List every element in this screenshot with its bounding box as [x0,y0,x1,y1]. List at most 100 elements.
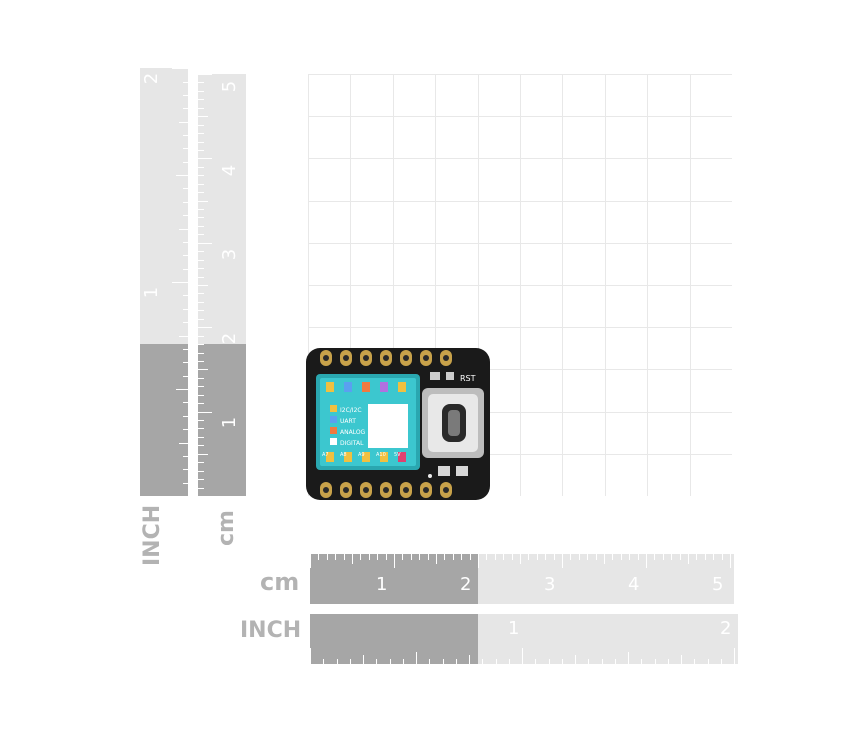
ruler-tick [198,420,204,422]
ruler-tick [646,554,647,568]
ruler-tick [183,429,188,431]
ruler-tick [183,469,188,471]
ruler-tick [198,369,208,371]
ruler-tick [198,234,204,236]
ruler-tick [198,360,204,362]
ruler-tick [183,482,188,484]
vertical-cm-number-3: 3 [219,248,241,261]
ruler-tick [198,90,204,92]
ruler-tick [578,554,580,560]
horizontal-inch-number-2: 2 [720,618,732,639]
ruler-tick [198,403,204,405]
ruler-tick [704,554,706,560]
pin-hole [323,355,329,361]
ruler-tick [198,82,204,84]
ruler-tick [198,141,204,143]
ruler-tick [667,659,669,664]
ruler-tick [349,659,351,664]
ruler-tick [720,659,722,664]
pin-label: A10 [376,452,386,458]
pin-hole [343,487,349,493]
horizontal-cm-unit-label: cm [260,568,300,596]
vertical-inch-number-2: 2 [141,72,163,85]
ruler-tick [183,148,188,150]
ruler-tick [183,308,188,310]
pin-hole [403,355,409,361]
vertical-cm-ruler-dark [198,344,246,496]
ruler-tick [198,386,204,388]
ruler-tick [455,659,457,664]
ruler-tick [402,659,404,664]
legend-digital: DIGITAL [340,440,364,447]
ruler-tick [198,352,204,354]
legend-i2c: I2C/I2C [340,407,362,414]
ruler-tick [172,282,188,284]
ruler-tick [198,453,208,455]
ruler-tick [198,377,204,379]
horizontal-inch-number-1: 1 [508,618,520,639]
ruler-tick [183,295,188,297]
ruler-tick [183,108,188,110]
ruler-tick [198,318,204,320]
ruler-tick [310,554,311,568]
ruler-tick [198,149,204,151]
ruler-tick [183,415,188,417]
ruler-tick [486,554,488,560]
ruler-tick [198,445,204,447]
ruler-tick [628,652,629,664]
ruler-tick [198,242,212,244]
pin-label: A9 [358,452,365,458]
ruler-tick [721,554,723,560]
ruler-tick [198,124,204,126]
ruler-tick [183,322,188,324]
legend-swatch [330,438,337,445]
ruler-tick [198,133,204,135]
horizontal-cm-number-2: 2 [460,574,472,595]
pin-hole [363,487,369,493]
ruler-tick [629,554,631,560]
ruler-tick [179,228,188,230]
ruler-tick [601,659,603,664]
ruler-tick [429,659,431,664]
ruler-tick [183,161,188,163]
legend-swatch [330,427,337,434]
ruler-tick [198,192,204,194]
pin-hole [423,355,429,361]
ruler-tick [198,251,204,253]
pin-hole [443,355,449,361]
vertical-inch-ruler: 2 1 [140,68,188,497]
ruler-tick [198,310,204,312]
ruler-tick [183,188,188,190]
ruler-tick [198,200,208,202]
ruler-tick [377,554,379,560]
ruler-tick [368,554,370,560]
ruler-tick [352,554,353,564]
ruler-tick [198,217,204,219]
ruler-tick [198,411,212,413]
legend-analog: ANALOG [340,429,366,436]
ruler-tick [363,655,364,664]
ruler-tick [545,554,547,560]
ruler-tick [385,554,387,560]
ruler-tick [198,107,204,109]
ruler-tick [183,455,188,457]
pin-hole [403,487,409,493]
chip-color-mark [362,382,370,392]
ruler-tick [419,554,421,560]
horizontal-inch-ruler: 1 2 [310,614,738,664]
pin-hole [363,355,369,361]
ruler-tick [469,655,470,664]
ruler-tick [198,462,204,464]
ruler-tick [183,94,188,96]
measurement-grid [308,74,732,496]
ruler-tick [688,554,689,564]
ruler-tick [575,655,576,664]
ruler-tick [198,209,204,211]
chip-color-mark [398,452,406,462]
pin-label: A8 [340,452,347,458]
ruler-tick [198,436,204,438]
ruler-tick [389,659,391,664]
ruler-tick [671,554,673,560]
ruler-tick [662,554,664,560]
